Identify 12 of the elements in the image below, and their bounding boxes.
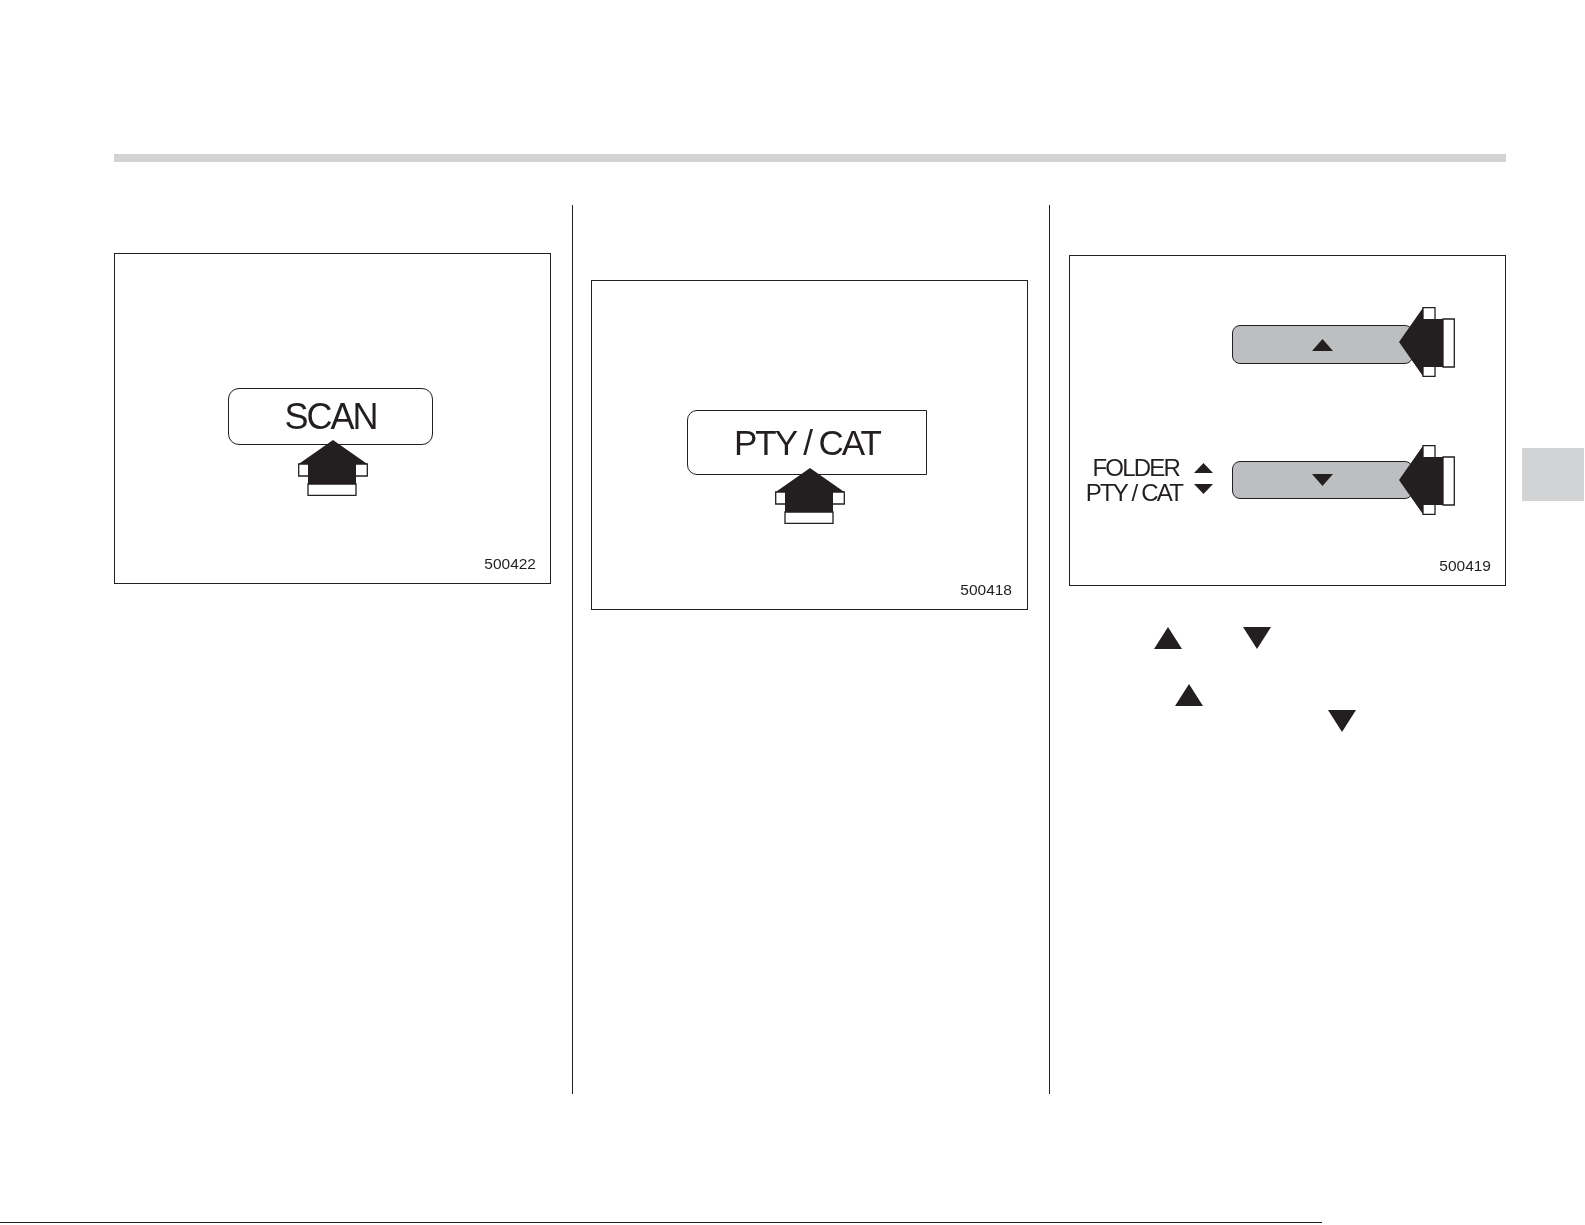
push-button: SCAN [228, 388, 433, 445]
figure-number: 500419 [1439, 557, 1491, 573]
illustration-panel [114, 253, 551, 584]
figure-number: 500418 [960, 581, 1012, 597]
figure-number: 500422 [484, 555, 536, 571]
illustration-panel [591, 280, 1028, 610]
push-button [1232, 461, 1413, 499]
illustration-panel [1069, 255, 1506, 586]
button-caption: FOLDER [1092, 456, 1179, 480]
button-caption: PTY / CAT [1085, 481, 1182, 505]
push-button: PTY / CAT [687, 410, 927, 475]
push-button [1232, 325, 1413, 364]
